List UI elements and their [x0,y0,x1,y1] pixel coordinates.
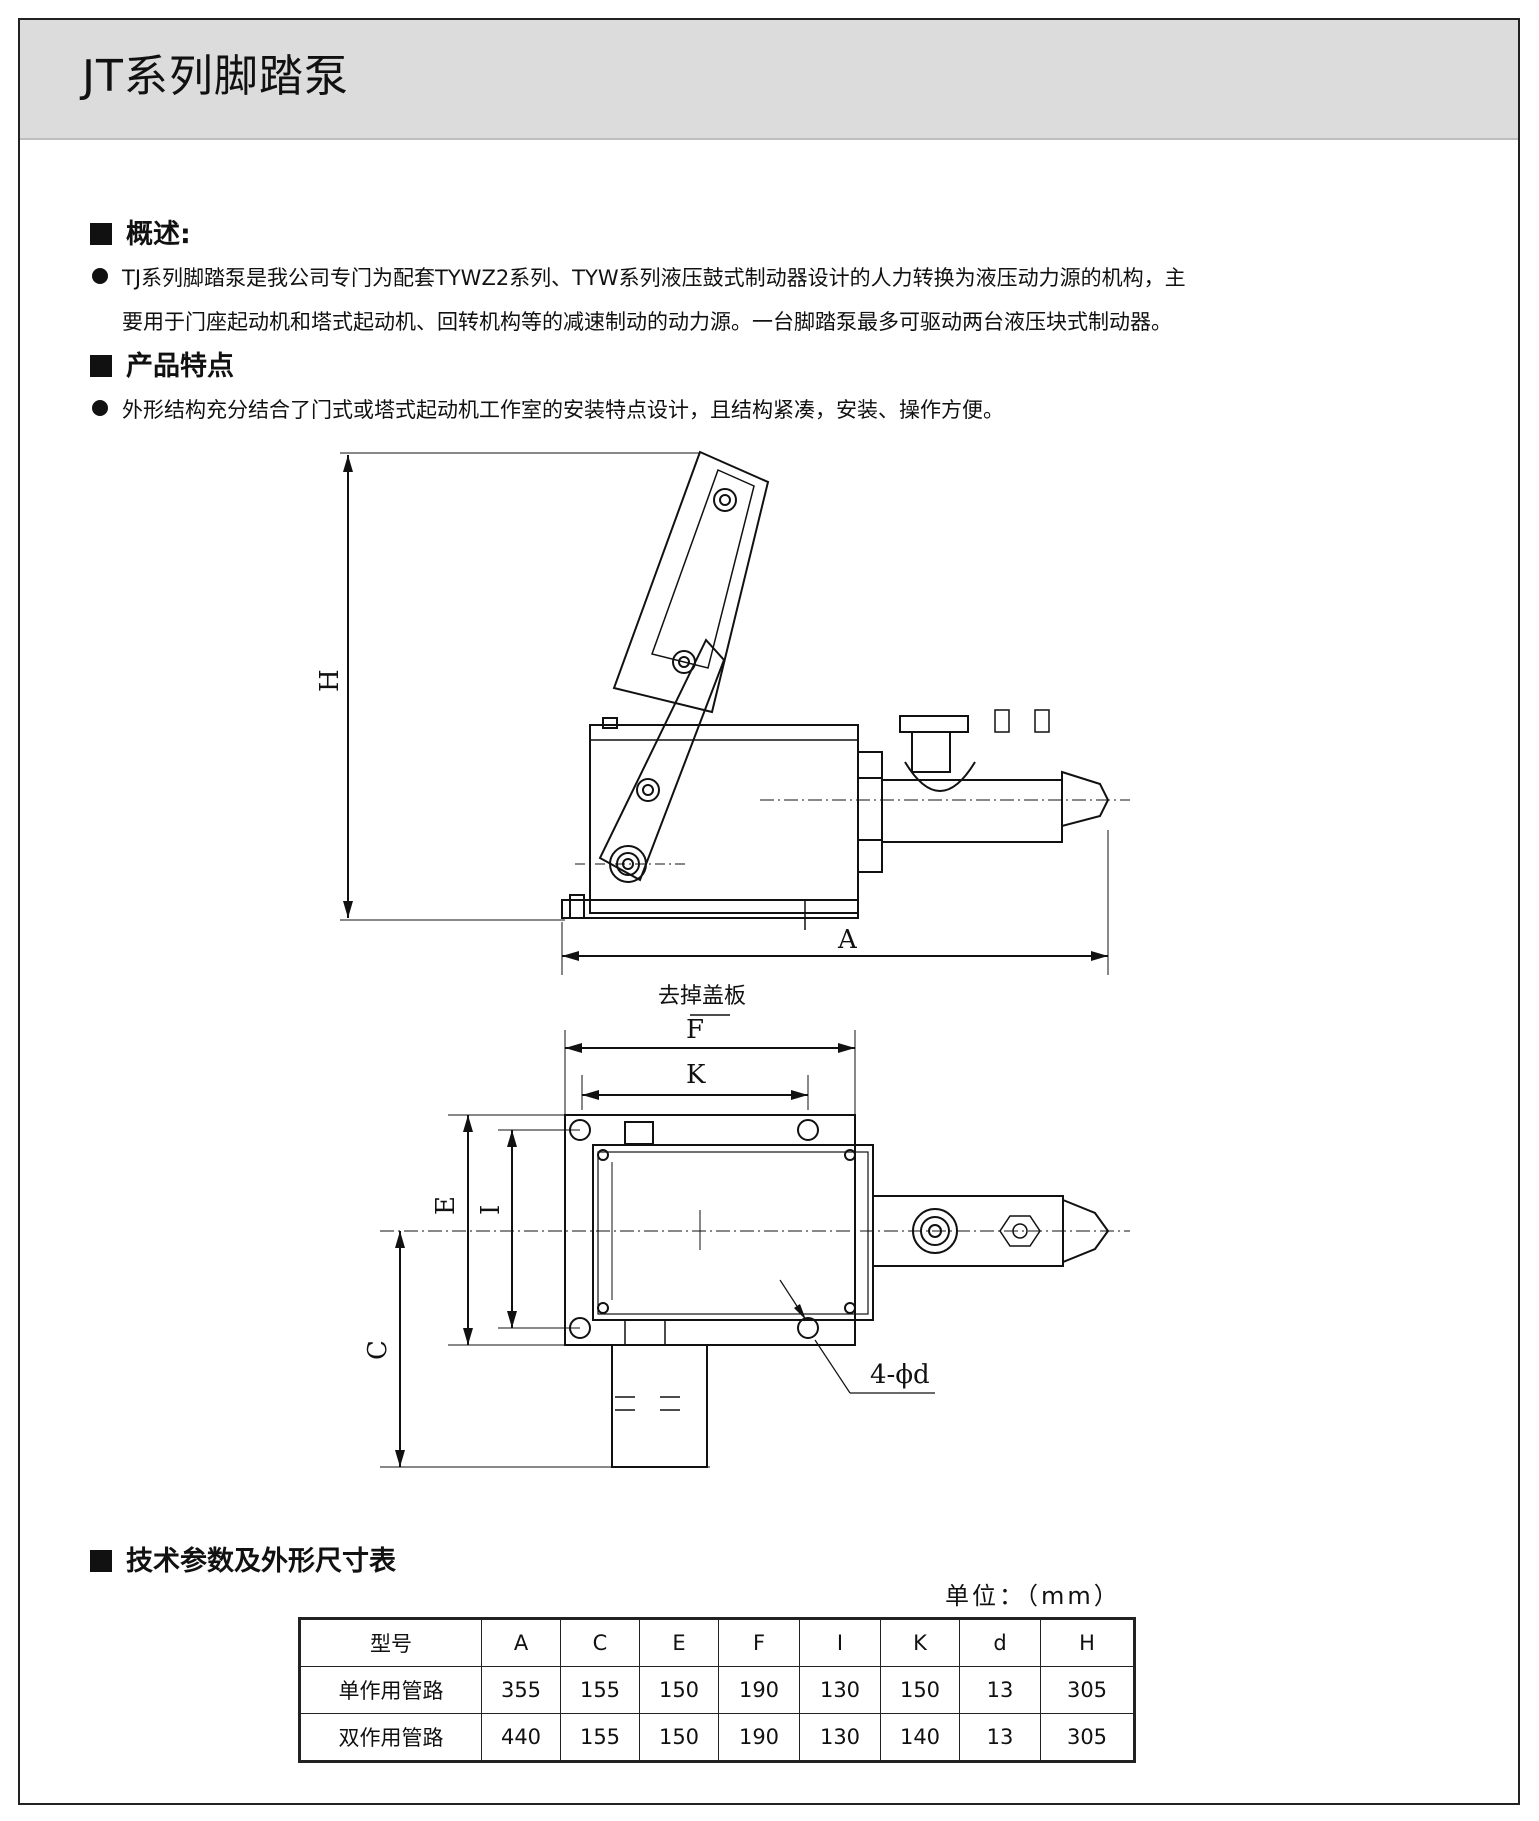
square-bullet-icon [90,1550,112,1572]
overview-text-line2: 要用于门座起动机和塔式起动机、回转机构等的减速制动的动力源。一台脚踏泵最多可驱动… [122,310,1172,334]
features-text: 外形结构充分结合了门式或塔式起动机工作室的安装特点设计，且结构紧凑，安装、操作方… [122,398,1004,422]
table-cell: 190 [718,1666,800,1714]
table-cell: 155 [560,1666,640,1714]
dim-I-label: I [476,1205,506,1215]
table-row: 单作用管路 355 155 150 190 130 150 13 305 [299,1666,1135,1714]
table-cell: 155 [560,1713,640,1762]
overview-text-line1: TJ系列脚踏泵是我公司专门为配套TYWZ2系列、TYW系列液压鼓式制动器设计的人… [122,266,1186,290]
features-paragraph: 外形结构充分结合了门式或塔式起动机工作室的安装特点设计，且结构紧凑，安装、操作方… [92,388,1422,432]
table-header-cell: A [481,1618,561,1667]
dim-A-label: A [837,925,858,955]
dim-K-label: K [686,1060,706,1090]
dim-E-label: E [431,1196,461,1215]
table-cell: 190 [718,1713,800,1762]
table-cell: 150 [639,1666,719,1714]
overview-heading: 概述: [90,218,191,252]
table-cell: 13 [959,1666,1041,1714]
table-header-cell: I [799,1618,881,1667]
specs-heading-text: 技术参数及外形尺寸表 [126,1546,396,1577]
square-bullet-icon [90,223,112,245]
table-cell: 130 [799,1666,881,1714]
page-frame: JT系列脚踏泵 [18,18,1520,1805]
table-header-cell: E [639,1618,719,1667]
table-cell: 440 [481,1713,561,1762]
table-cell: 150 [880,1666,960,1714]
round-bullet-icon [92,400,108,416]
features-heading-text: 产品特点 [126,351,234,382]
table-cell: 150 [639,1713,719,1762]
square-bullet-icon [90,355,112,377]
cover-note-label: 去掉盖板 [658,984,746,1009]
table-header-cell: K [880,1618,960,1667]
table-cell: 305 [1040,1713,1135,1762]
overview-heading-text: 概述: [126,219,191,250]
dim-F-label: F [686,1015,704,1045]
table-cell: 355 [481,1666,561,1714]
table-cell: 单作用管路 [299,1666,482,1714]
table-header-row: 型号 A C E F I K d H [299,1618,1135,1667]
table-row: 双作用管路 440 155 150 190 130 140 13 305 [299,1713,1135,1762]
spec-table: 型号 A C E F I K d H 单作用管路 355 155 150 190… [298,1617,1136,1763]
table-cell: 140 [880,1713,960,1762]
dim-H-label: H [315,669,345,692]
table-header-cell: 型号 [299,1618,482,1667]
dim-C-label: C [363,1340,393,1360]
page-title: JT系列脚踏泵 [82,51,349,102]
table-cell: 305 [1040,1666,1135,1714]
table-header-cell: d [959,1618,1041,1667]
table-cell: 双作用管路 [299,1713,482,1762]
table-header-cell: H [1040,1618,1135,1667]
table-header-cell: C [560,1618,640,1667]
specs-heading: 技术参数及外形尺寸表 [90,1545,396,1579]
table-header-cell: F [718,1618,800,1667]
table-cell: 130 [799,1713,881,1762]
features-heading: 产品特点 [90,350,234,384]
table-cell: 13 [959,1713,1041,1762]
overview-paragraph: TJ系列脚踏泵是我公司专门为配套TYWZ2系列、TYW系列液压鼓式制动器设计的人… [92,256,1422,344]
round-bullet-icon [92,268,108,284]
hole-note-label: 4-ϕd [870,1360,930,1390]
unit-label: 单位：（mm） [945,1582,1121,1610]
header-band: JT系列脚踏泵 [20,20,1518,140]
